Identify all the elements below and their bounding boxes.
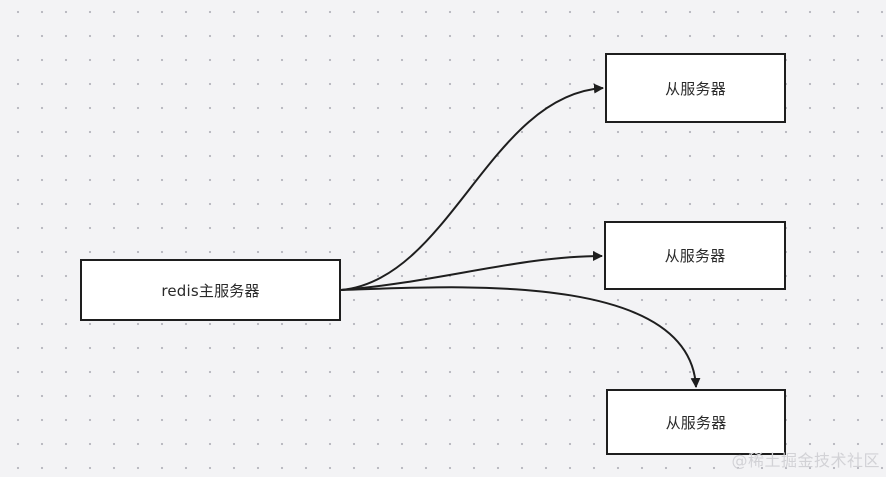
slave-server-node-1[interactable]: 从服务器: [605, 53, 786, 123]
edge-master-to-slave-1[interactable]: [340, 83, 604, 291]
edge-master-to-slave-2[interactable]: [340, 251, 603, 291]
watermark: @稀土掘金技术社区: [731, 451, 880, 470]
slave-server-label-2: 从服务器: [664, 247, 726, 265]
slave-server-node-2[interactable]: 从服务器: [604, 221, 786, 290]
master-server-label: redis主服务器: [161, 281, 260, 300]
master-server-node[interactable]: redis主服务器: [80, 259, 341, 321]
edge-master-to-slave-3[interactable]: [340, 286, 701, 388]
slave-server-label-1: 从服务器: [665, 79, 726, 98]
slave-server-label-3: 从服务器: [665, 413, 727, 432]
slave-server-node-3[interactable]: 从服务器: [606, 389, 786, 455]
